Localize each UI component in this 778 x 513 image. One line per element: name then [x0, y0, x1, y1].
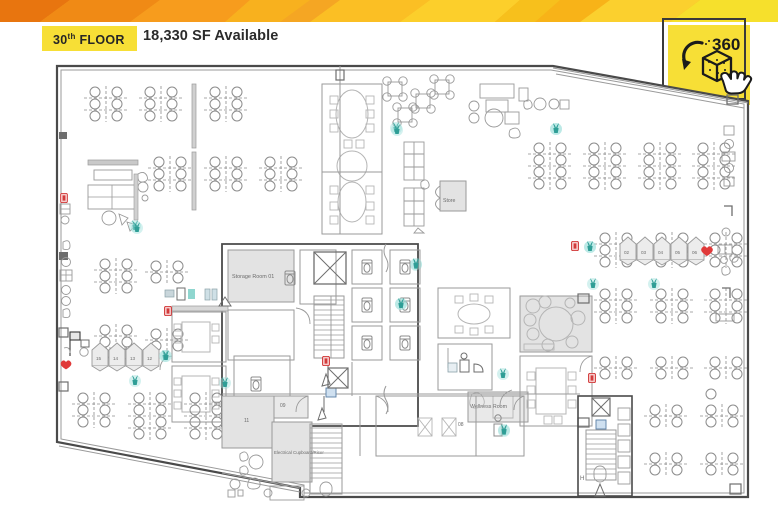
bottom-right-core: H [577, 372, 742, 497]
view-360-button[interactable]: 360 [662, 18, 756, 112]
availability-text: 18,330 SF Available [143, 28, 279, 44]
room-label-08: 08 [458, 422, 464, 428]
floor-number: 30 [53, 33, 68, 48]
bottom-rooms: 11 09 Electrical Cupboard/Riser 08 [221, 355, 580, 501]
floor-suffix: FLOOR [75, 33, 125, 48]
room-storage-01 [227, 249, 295, 303]
room-store: Store [435, 180, 467, 212]
bottom-core-marker: H [580, 476, 584, 482]
floor-badge: 30th FLOOR [42, 26, 137, 52]
booth-label-13: 13 [130, 356, 136, 361]
favourite-heart-icon-left[interactable] [60, 360, 72, 370]
room-label-11: 11 [244, 418, 249, 424]
room-electrical [271, 421, 313, 483]
floor-ordinal: th [67, 32, 76, 41]
kitchenette-left [164, 287, 232, 317]
phone-booth-row-right[interactable]: 02 03 04 05 06 [619, 236, 713, 266]
cube-dots [705, 40, 726, 74]
room-label-wellness: Wellness Room [470, 404, 508, 410]
rooms-right-of-core: Wellness Room [437, 240, 596, 437]
rotate-arrow-head [682, 59, 691, 70]
decorative-banner [0, 0, 778, 22]
booth-label-04: 04 [658, 250, 664, 255]
left-wall-fixtures [58, 132, 73, 392]
lift-shaft [313, 251, 347, 285]
desk-pod-group-bottom-right [643, 388, 745, 477]
booth-label-03: 03 [641, 250, 647, 255]
meeting-rooms-top-center [321, 66, 383, 235]
room-label-store: Store [443, 198, 456, 204]
booth-label-14: 14 [113, 356, 119, 361]
room-label-storage: Storage Room 01 [232, 274, 274, 280]
partition-top-left [191, 83, 197, 211]
booth-label-15: 15 [96, 356, 102, 361]
view-360-label: 360 [712, 35, 740, 54]
room-label-electrical: Electrical Cupboard/Riser [274, 450, 324, 455]
booth-label-05: 05 [675, 250, 681, 255]
view-360-graphic: 360 [682, 35, 753, 95]
floor-plan-canvas[interactable]: Store [0, 56, 778, 513]
room-wellness [467, 391, 529, 423]
booth-label-02: 02 [624, 250, 630, 255]
room-label-09: 09 [280, 403, 286, 409]
favourite-heart-icon[interactable] [701, 246, 713, 256]
building-outline [55, 64, 750, 499]
wc-stalls [351, 249, 421, 361]
header-bar: 30th FLOOR 18,330 SF Available [0, 22, 778, 58]
phone-booth-row-left[interactable]: 15 14 13 12 [60, 331, 171, 372]
lounge-top-right [468, 83, 570, 139]
staircase-bottom [309, 387, 343, 497]
booth-label-06: 06 [692, 250, 698, 255]
right-wall-fixtures [715, 94, 739, 322]
shelving-units [403, 141, 430, 271]
pointing-hand-icon [720, 70, 753, 95]
booth-label-12: 12 [147, 356, 153, 361]
